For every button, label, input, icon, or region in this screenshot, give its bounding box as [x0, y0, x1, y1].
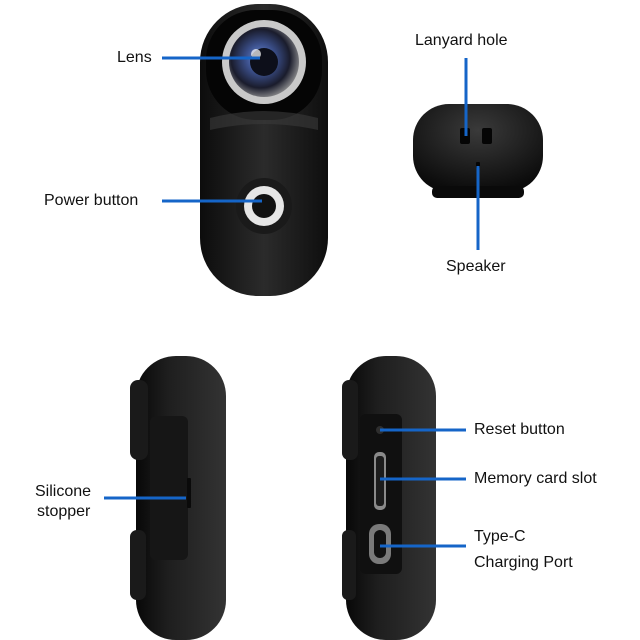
silicone-stopper-icon	[150, 416, 188, 560]
type-c-label-line2: Charging Port	[474, 554, 573, 571]
silicone-stopper-label-line2: stopper	[37, 503, 91, 520]
camera-front-view	[200, 4, 328, 296]
lanyard-hole-label: Lanyard hole	[415, 32, 508, 49]
speaker-label: Speaker	[446, 258, 506, 275]
power-button-label: Power button	[44, 192, 139, 209]
reset-button-label: Reset button	[474, 421, 565, 438]
camera-right-side-view	[342, 356, 436, 640]
memory-card-slot-label: Memory card slot	[474, 470, 597, 487]
power-button-icon	[252, 194, 276, 218]
silicone-stopper-label-line1: Silicone	[35, 483, 92, 500]
callout-lines	[104, 56, 480, 548]
type-c-label-line1: Type-C	[474, 528, 526, 545]
lens-label: Lens	[117, 49, 152, 66]
